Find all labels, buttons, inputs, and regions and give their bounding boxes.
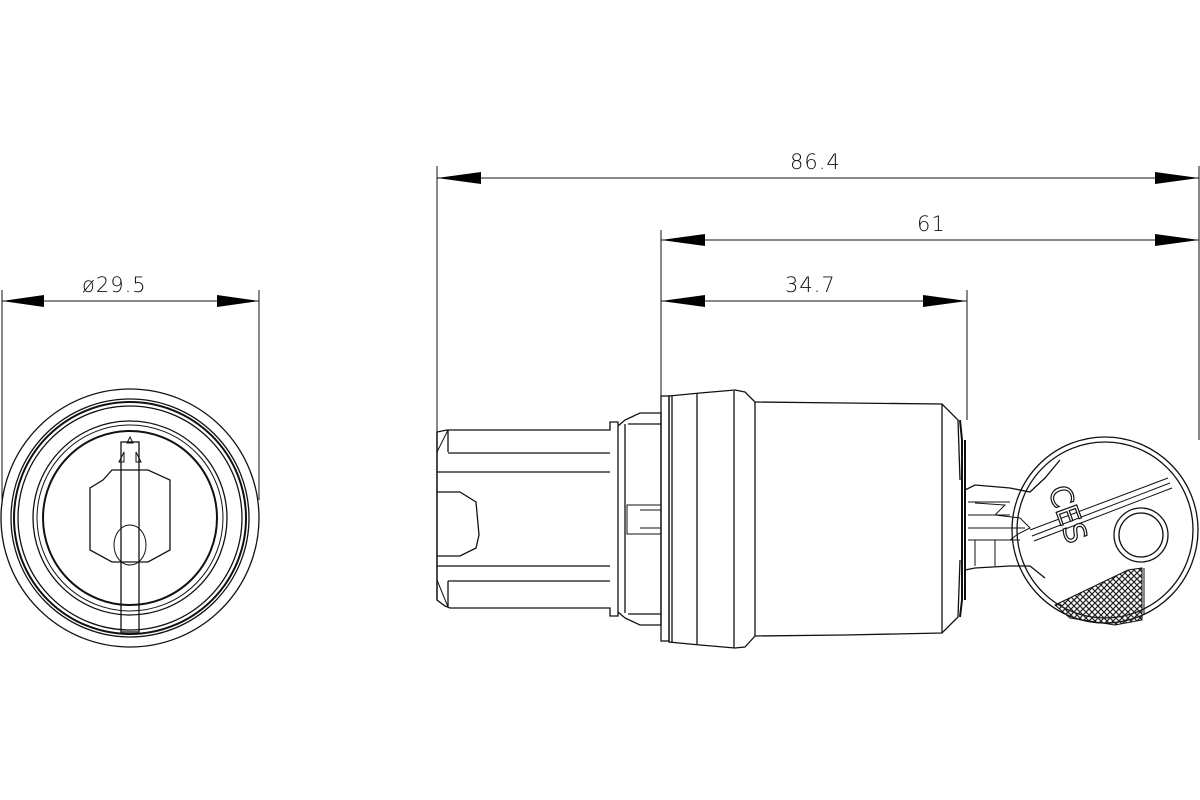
side-view: CES <box>436 389 1199 649</box>
arrow-right-icon <box>217 295 259 307</box>
front-length-label: 61 <box>917 212 946 236</box>
diameter-label: ø29.5 <box>82 273 147 297</box>
front-bezel-side <box>660 389 756 649</box>
front-bezel <box>0 388 260 648</box>
main-housing <box>754 401 966 637</box>
key-marking: CES <box>1040 481 1093 548</box>
front-view: ø29.5 <box>0 273 260 648</box>
body-length-label: 34.7 <box>785 273 836 297</box>
arrow-left-icon <box>2 295 44 307</box>
overall-length-label: 86.4 <box>790 150 841 174</box>
rear-shaft <box>436 421 619 617</box>
side-dimensions: 86.4 61 34.7 <box>436 150 1200 440</box>
key: CES <box>964 436 1199 626</box>
diameter-dimension: ø29.5 <box>1 273 260 500</box>
overall-length-dimension: 86.4 <box>437 150 1199 184</box>
mounting-nut <box>617 412 662 626</box>
keyway <box>89 469 171 566</box>
key-indicator <box>118 435 142 633</box>
body-length-dimension: 34.7 <box>661 273 967 307</box>
front-length-dimension: 61 <box>661 212 1199 246</box>
